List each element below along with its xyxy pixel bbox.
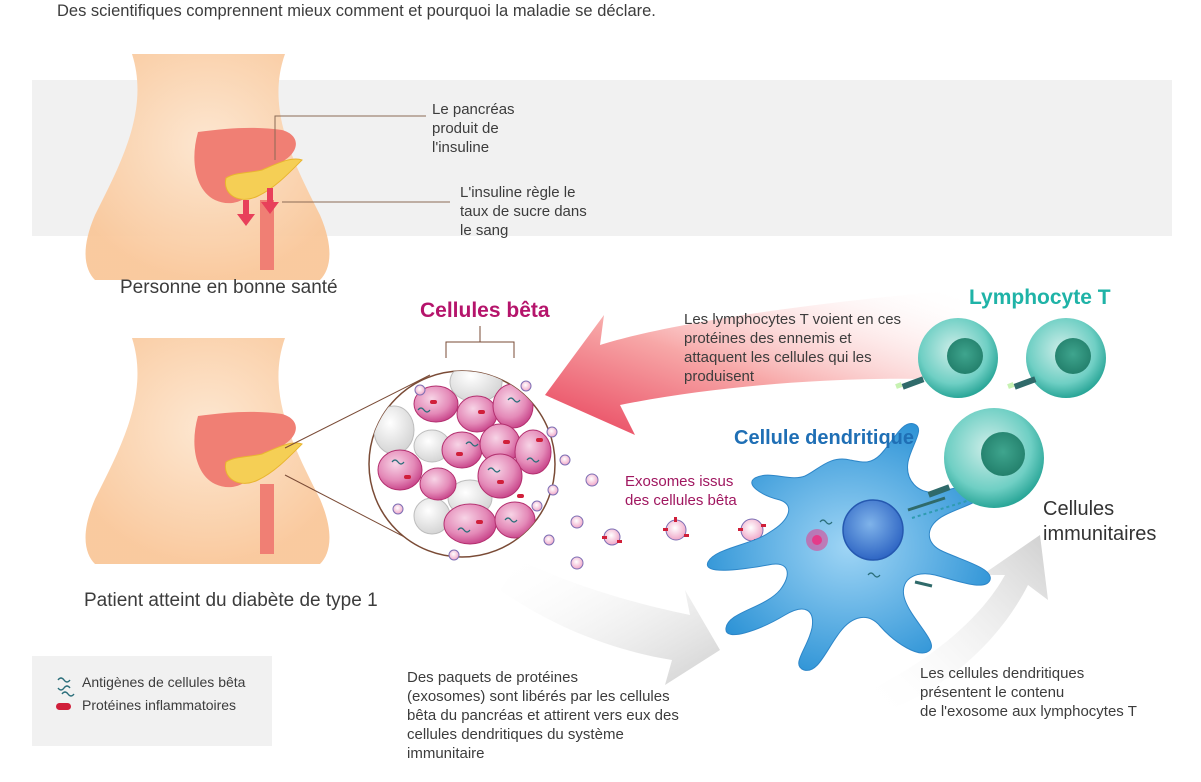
exosomes-label-line: des cellules bêta xyxy=(625,492,737,509)
exosome xyxy=(547,484,559,496)
patient-caption: Patient atteint du diabète de type 1 xyxy=(84,590,378,611)
t-cell-1 xyxy=(895,318,998,398)
exosome xyxy=(585,473,599,487)
exosome-release-line: Des paquets de protéines xyxy=(407,669,578,686)
islet-magnified xyxy=(368,370,556,558)
dendritic-present-line: de l'exosome aux lymphocytes T xyxy=(920,703,1137,720)
dendritic-cell-label: Cellule dendritique xyxy=(734,427,915,449)
t-cell-2 xyxy=(1007,318,1106,398)
exosome-release-line: cellules dendritiques du système xyxy=(407,726,624,743)
presentation-arrow xyxy=(870,535,1048,710)
insulin-note-line: le sang xyxy=(460,222,509,239)
immune-cells-label: Cellules immunitaires xyxy=(1043,497,1156,547)
t-cells-attack-line: Les lymphocytes T voient en ces xyxy=(684,311,902,328)
dendritic-present-line: Les cellules dendritiques xyxy=(920,665,1085,682)
t-cells-attack-note: Les lymphocytes T voient en ces protéine… xyxy=(684,310,901,386)
legend-antigen-icon xyxy=(57,677,75,697)
dendritic-present-line: présentent le contenu xyxy=(920,684,1065,701)
exosome xyxy=(546,426,558,438)
insulin-note-line: taux de sucre dans xyxy=(460,203,587,220)
healthy-caption: Personne en bonne santé xyxy=(120,277,338,298)
exosome-release-line: bêta du pancréas et attirent vers eux de… xyxy=(407,707,679,724)
exosome xyxy=(570,556,584,570)
exosomes-label: Exosomes issus des cellules bêta xyxy=(625,472,737,510)
exosome xyxy=(602,528,622,546)
patient-torso xyxy=(85,338,431,564)
exosome xyxy=(559,454,571,466)
beta-cells-label: Cellules bêta xyxy=(420,299,550,322)
pancreas-note-line: l'insuline xyxy=(432,139,490,156)
t-cells-attack-line: produisent xyxy=(684,368,755,385)
legend-antigens-label: Antigènes de cellules bêta xyxy=(82,674,246,690)
pancreas-note-line: Le pancréas xyxy=(432,101,515,118)
insulin-note: L'insuline règle le taux de sucre dans l… xyxy=(460,183,587,240)
legend-inflammatory-label: Protéines inflammatoires xyxy=(82,697,237,713)
dendritic-present-note: Les cellules dendritiques présentent le … xyxy=(920,664,1137,721)
legend-inflammatory-icon xyxy=(56,703,71,710)
immune-cells-label-line: immunitaires xyxy=(1043,523,1157,545)
exosome-release-line: immunitaire xyxy=(407,745,485,762)
immune-cells-label-line: Cellules xyxy=(1043,498,1115,520)
exosomes-label-line: Exosomes issus xyxy=(625,473,734,490)
t-cells-attack-line: protéines des ennemis et xyxy=(684,330,852,347)
exosomes xyxy=(392,380,766,570)
exosome xyxy=(392,503,404,515)
insulin-note-line: L'insuline règle le xyxy=(460,184,576,201)
exosome xyxy=(414,384,426,396)
t-cells-attack-line: attaquent les cellules qui les xyxy=(684,349,872,366)
exosome xyxy=(570,515,584,529)
exosome-flow-arrow xyxy=(500,560,720,685)
exosome xyxy=(543,534,555,546)
pancreas-note: Le pancréas produit de l'insuline xyxy=(432,100,515,157)
t-lymphocyte-label: Lymphocyte T xyxy=(969,286,1111,309)
exosome-release-line: (exosomes) sont libérés par les cellules xyxy=(407,688,670,705)
legend-text: Antigènes de cellules bêta Protéines inf… xyxy=(32,656,272,746)
exosome xyxy=(448,549,460,561)
exosome xyxy=(663,517,689,541)
beta-bracket xyxy=(445,341,515,358)
page-subtitle: Des scientifiques comprennent mieux comm… xyxy=(57,2,656,20)
exosome xyxy=(531,500,543,512)
exosome-release-note: Des paquets de protéines (exosomes) sont… xyxy=(407,668,679,763)
pancreas-note-line: produit de xyxy=(432,120,499,137)
exosome xyxy=(520,380,532,392)
attack-arrow xyxy=(545,290,960,435)
dendritic-cell xyxy=(706,423,991,671)
healthy-torso xyxy=(85,54,450,280)
t-cell-3 xyxy=(927,408,1044,508)
